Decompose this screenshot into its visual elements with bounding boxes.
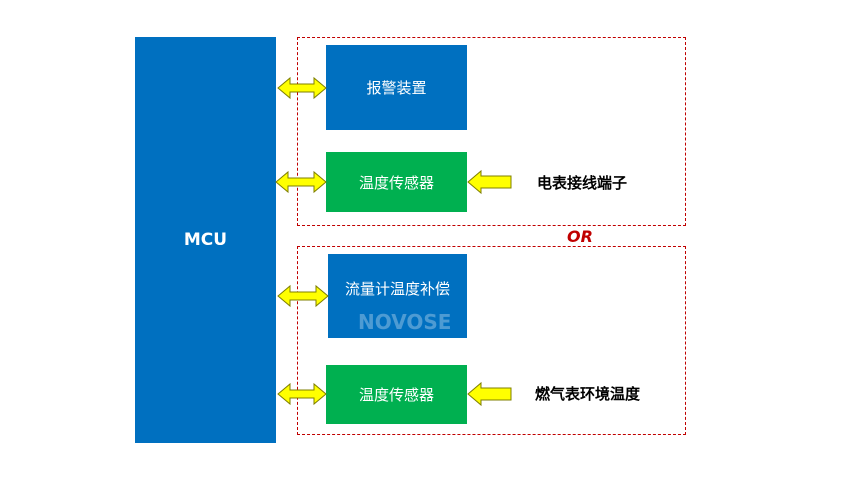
double-arrow-icon <box>277 382 327 406</box>
meter-terminal-label: 电表接线端子 <box>537 174 628 192</box>
temp-sensor-block-1: 温度传感器 <box>326 152 467 212</box>
or-label: OR <box>567 227 593 246</box>
double-arrow-icon <box>277 76 327 100</box>
double-arrow-icon <box>275 170 327 194</box>
left-arrow-icon <box>467 169 512 195</box>
watermark-logo: NOVOSE <box>358 310 452 334</box>
flow-compensation-block: 流量计温度补偿 NOVOSE <box>328 254 467 338</box>
option-box-1 <box>297 37 686 226</box>
mcu-block: MCU <box>135 37 276 443</box>
option-box-2 <box>297 246 686 435</box>
temp-sensor-block-2: 温度传感器 <box>326 365 467 424</box>
double-arrow-icon <box>277 284 329 308</box>
left-arrow-icon <box>467 381 512 407</box>
temp-sensor-label-1: 温度传感器 <box>358 173 434 192</box>
gas-meter-ambient-label: 燃气表环境温度 <box>535 385 641 403</box>
flow-compensation-label: 流量计温度补偿 <box>344 279 450 298</box>
alarm-device-block: 报警装置 <box>326 45 467 130</box>
temp-sensor-label-2: 温度传感器 <box>358 386 434 404</box>
alarm-device-label: 报警装置 <box>366 79 427 97</box>
mcu-label: MCU <box>183 230 228 250</box>
